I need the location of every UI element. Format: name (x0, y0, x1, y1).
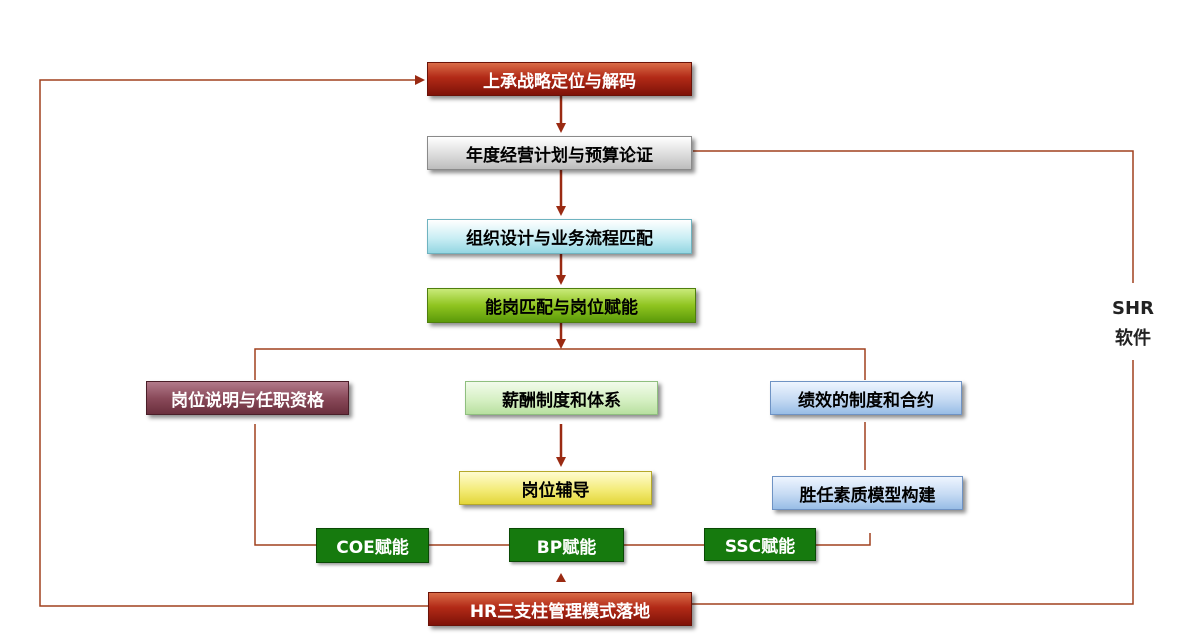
bp-label: BP赋能 (536, 537, 597, 558)
jd-label: 岗位说明与任职资格 (171, 390, 324, 411)
loop-right-bottom (692, 360, 1134, 605)
perf-box: 绩效的制度和合约 (770, 381, 962, 415)
bracket-left (254, 424, 318, 546)
loop-left (39, 75, 428, 607)
shr-label-line1: SHR (1112, 298, 1154, 319)
org-box: 组织设计与业务流程匹配 (427, 219, 692, 254)
ssc-box: SSC赋能 (704, 528, 816, 561)
arrow-hr-bp (556, 573, 566, 582)
branch-line (254, 348, 866, 380)
plan-box: 年度经营计划与预算论证 (427, 136, 692, 170)
coe-label: COE赋能 (336, 538, 409, 558)
shr-label-line2: 软件 (1115, 328, 1151, 349)
ssc-label: SSC赋能 (724, 537, 796, 557)
competency-label: 胜任素质模型构建 (799, 485, 936, 506)
pay-label: 薪酬制度和体系 (502, 390, 621, 411)
org-label: 组织设计与业务流程匹配 (466, 229, 653, 249)
capability-label: 能岗匹配与岗位赋能 (485, 298, 638, 318)
coe-box: COE赋能 (316, 528, 429, 563)
loop-right-top (693, 150, 1134, 283)
coaching-label: 岗位辅导 (521, 480, 590, 501)
bp-box: BP赋能 (509, 528, 624, 562)
competency-box: 胜任素质模型构建 (772, 476, 963, 510)
pay-box: 薪酬制度和体系 (465, 381, 658, 415)
bracket-right (816, 533, 871, 546)
capability-box: 能岗匹配与岗位赋能 (427, 288, 696, 323)
strategy-box: 上承战略定位与解码 (427, 62, 692, 96)
strategy-label: 上承战略定位与解码 (483, 71, 636, 92)
hr-box: HR三支柱管理模式落地 (428, 592, 692, 626)
jd-box: 岗位说明与任职资格 (146, 381, 349, 415)
perf-label: 绩效的制度和合约 (798, 390, 934, 411)
shr-software-label: SHR 软件 (1103, 294, 1163, 354)
hr-label: HR三支柱管理模式落地 (469, 601, 651, 622)
plan-label: 年度经营计划与预算论证 (466, 145, 653, 166)
coaching-box: 岗位辅导 (459, 471, 652, 505)
